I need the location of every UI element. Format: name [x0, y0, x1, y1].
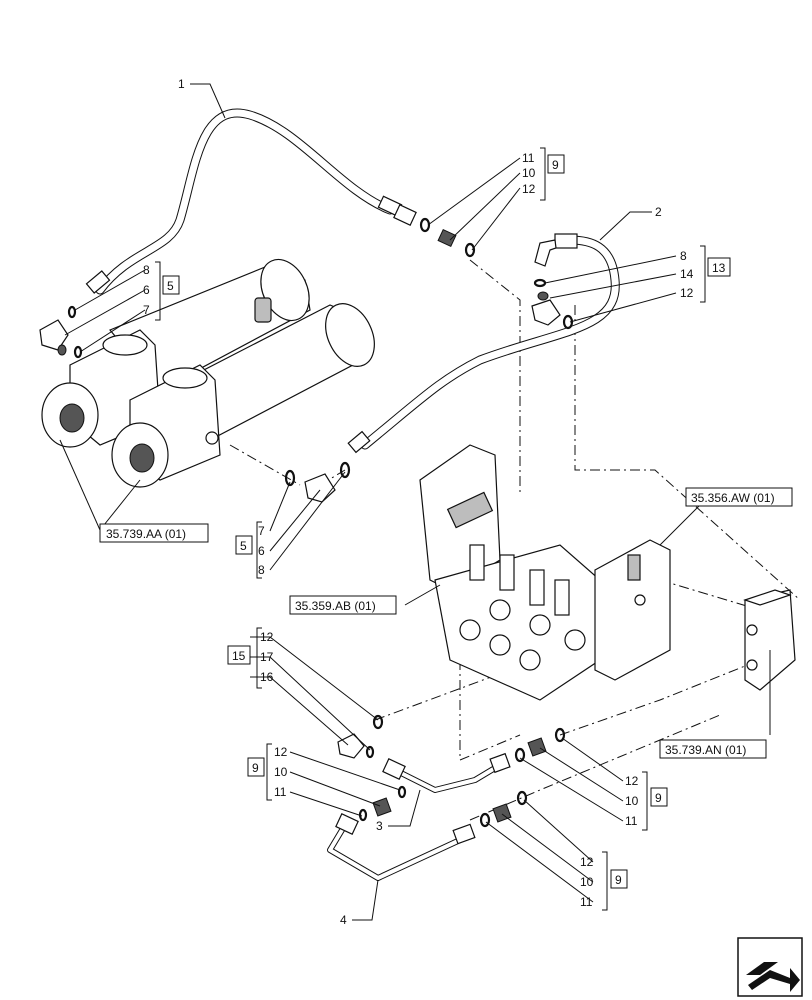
g7-callout-12: 12: [625, 774, 639, 788]
g4-tag: 5: [240, 539, 247, 553]
ref-cylinders: 35.739.AA (01): [106, 527, 186, 541]
g2-tag: 13: [712, 261, 726, 275]
hose-1: [85, 108, 417, 295]
ref-bracket: 35.356.AW (01): [691, 491, 775, 505]
pipe-4: [327, 813, 476, 881]
g6-tag-box: [247, 757, 265, 777]
g8-tag-box: [610, 869, 628, 889]
ref-cylinders-box: [99, 523, 209, 543]
g7-callout-11: 11: [625, 814, 638, 828]
kit-tags: 9 13 5 5 15 9 9 9: [162, 154, 731, 889]
g5-callout-16: 16: [260, 670, 274, 684]
g2-tag-box: [707, 257, 731, 277]
g4-callout-8: 8: [258, 563, 265, 577]
callout-1: 1: [178, 77, 185, 91]
control-valve: [419, 444, 601, 701]
g1-tag-box: [547, 154, 565, 174]
g7-tag: 9: [655, 791, 662, 805]
g5-callout-17: 17: [260, 650, 274, 664]
g7-callout-10: 10: [625, 794, 639, 808]
g8-callout-12: 12: [580, 855, 594, 869]
hose-2: [347, 233, 620, 454]
g4-callout-6: 6: [258, 544, 265, 558]
g5-tag-box: [227, 645, 251, 665]
g1-tag: 9: [552, 158, 559, 172]
ref-mount: 35.739.AN (01): [665, 743, 746, 757]
g3-tag: 5: [167, 279, 174, 293]
g3-callout-6: 6: [143, 283, 150, 297]
g4-tag-box: [235, 535, 253, 555]
leader-lines: [59, 83, 771, 921]
g3-callout-7: 7: [143, 303, 150, 317]
top-fittings: [39, 217, 574, 359]
g1-callout-12: 12: [522, 182, 536, 196]
next-page-arrow-icon[interactable]: [737, 937, 803, 997]
group-brackets: [155, 147, 706, 911]
mount-block: [743, 589, 796, 691]
g6-tag: 9: [252, 761, 259, 775]
callout-2: 2: [655, 205, 662, 219]
g2-callout-12: 12: [680, 286, 694, 300]
g1-callout-11: 11: [522, 151, 535, 165]
callout-labels: 1 2 3 4 11 10 12 8 14 12 8 6 7 7 6 8 12 …: [143, 77, 694, 927]
pipe-3: [382, 752, 511, 793]
g5-tag: 15: [232, 649, 246, 663]
ref-bracket-box: [685, 487, 793, 507]
callout-4: 4: [340, 913, 347, 927]
g4-callout-7: 7: [258, 524, 265, 538]
g3-tag-box: [162, 275, 180, 295]
g8-callout-11: 11: [580, 895, 593, 909]
g3-callout-8: 8: [143, 263, 150, 277]
callout-3: 3: [376, 819, 383, 833]
ref-valve: 35.359.AB (01): [295, 599, 376, 613]
g5-callout-12: 12: [260, 630, 274, 644]
hydraulic-cylinders: [41, 258, 375, 488]
g6-callout-11: 11: [274, 785, 287, 799]
g6-callout-12: 12: [274, 745, 288, 759]
g1-callout-10: 10: [522, 166, 536, 180]
g6-callout-10: 10: [274, 765, 288, 779]
g2-callout-8: 8: [680, 249, 687, 263]
g8-callout-10: 10: [580, 875, 594, 889]
ref-mount-box: [659, 739, 767, 759]
valve-bracket: [594, 539, 671, 681]
g7-tag-box: [650, 787, 668, 807]
ref-valve-box: [289, 595, 397, 615]
reference-labels: 35.739.AA (01) 35.356.AW (01) 35.359.AB …: [99, 487, 793, 759]
g8-tag: 9: [615, 873, 622, 887]
lower-fittings: [337, 714, 566, 828]
g2-callout-14: 14: [680, 267, 694, 281]
